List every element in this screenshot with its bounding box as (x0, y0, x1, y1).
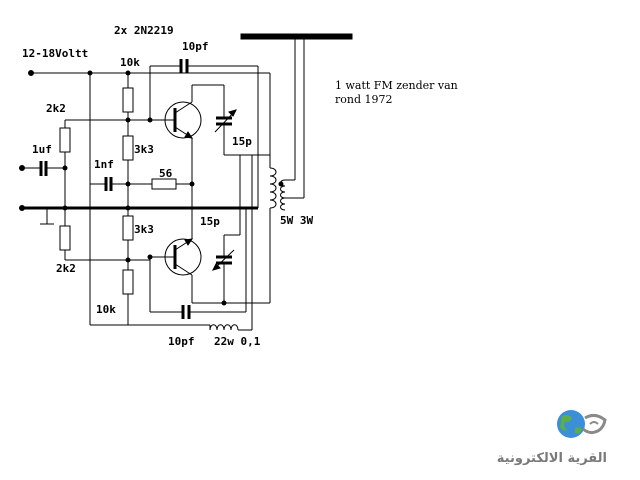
label-15p-bottom: 15p (200, 215, 220, 228)
resistor-3k3-bottom (122, 215, 134, 241)
supply-rail (28, 70, 270, 76)
resistor-10k-top (122, 87, 134, 113)
label-transistors: 2x 2N2219 (114, 24, 174, 37)
transistor-q2 (147, 184, 202, 303)
capacitor-10pf-bottom (149, 208, 247, 319)
label-choke: 22w 0,1 (214, 335, 261, 348)
label-56: 56 (159, 167, 173, 180)
label-2k2-top: 2k2 (46, 102, 66, 115)
input-terminal (19, 165, 25, 171)
antenna (240, 33, 353, 199)
site-logo: القرية الالكترونية (497, 410, 607, 466)
resistor-2k2-bottom (59, 225, 71, 251)
transistor-q1 (147, 85, 202, 184)
bias-chain (87, 70, 210, 326)
emitter-network (90, 177, 195, 191)
label-supply: 12-18Voltt (22, 47, 88, 60)
note-line-1: 1 watt FM zender van (335, 79, 458, 92)
output-coil (280, 179, 286, 211)
label-15p-top: 15p (232, 135, 252, 148)
resistor-10k-bottom (122, 269, 134, 295)
label-10k-top: 10k (120, 56, 140, 69)
tank-coil (269, 167, 277, 209)
label-3k3-bottom: 3k3 (134, 223, 154, 236)
tank-circuit (192, 73, 295, 306)
supply-terminal (28, 70, 34, 76)
capacitor-10pf-top (149, 59, 259, 208)
label-10pf-top: 10pf (182, 40, 209, 53)
label-10k-bottom: 10k (96, 303, 116, 316)
resistor-3k3-top (122, 135, 134, 161)
resistor-2k2-top (59, 127, 71, 153)
left-bias-network (19, 119, 150, 261)
choke-22w (209, 155, 253, 331)
label-output-coil: 5W 3W (280, 214, 313, 227)
label-3k3-top: 3k3 (134, 143, 154, 156)
label-1nf: 1nf (94, 158, 114, 171)
logo-text: القرية الالكترونية (497, 451, 607, 466)
label-1uf: 1uf (32, 143, 52, 156)
ground-rail (19, 205, 258, 225)
label-2k2-bottom: 2k2 (56, 262, 76, 275)
note-line-2: rond 1972 (335, 93, 393, 106)
resistor-56 (151, 178, 177, 190)
label-10pf-bottom: 10pf (168, 335, 195, 348)
